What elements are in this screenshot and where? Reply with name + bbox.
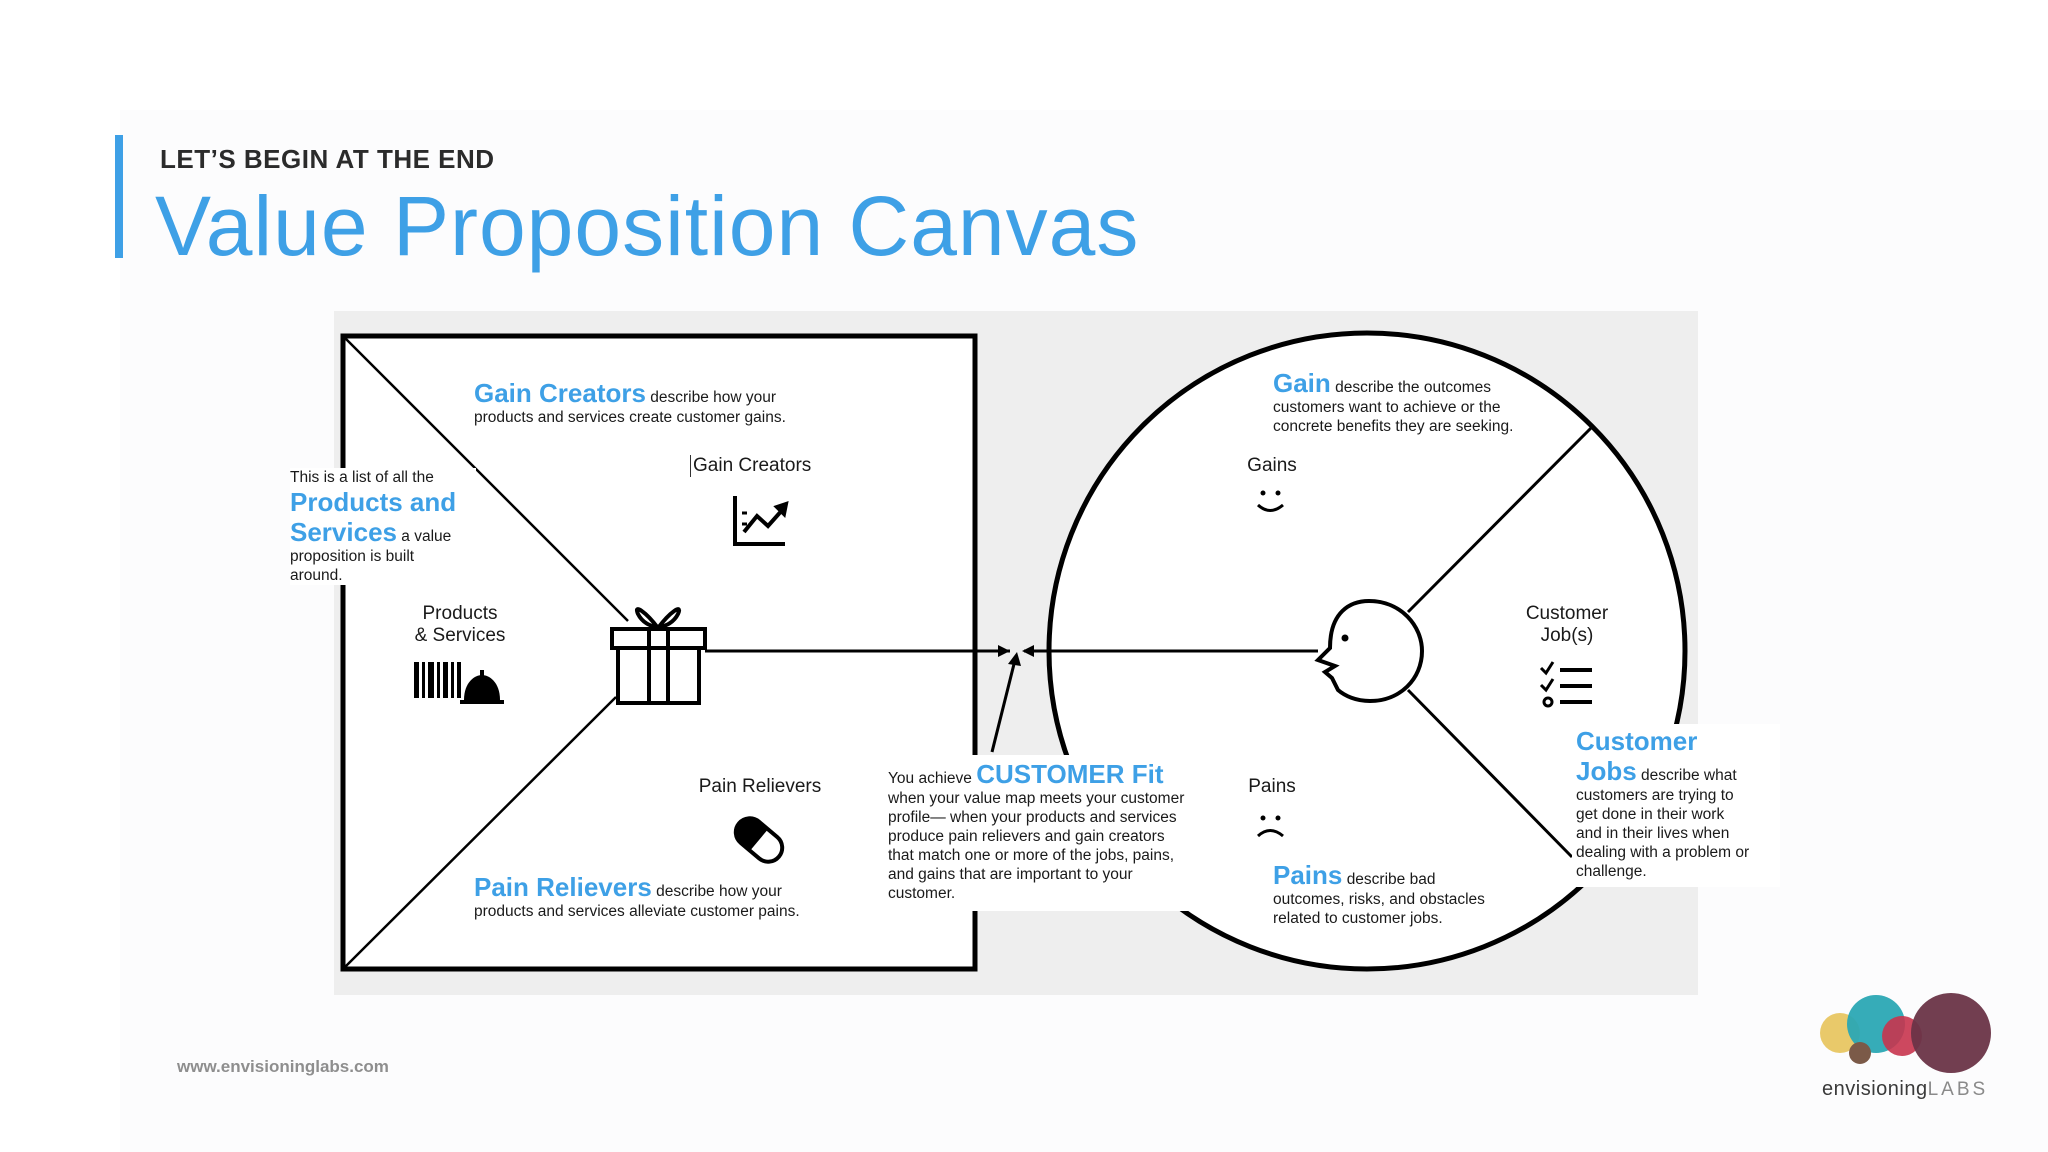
jobs-label-line2: Job(s) <box>1540 625 1594 646</box>
jobs-label-line1: Customer <box>1525 603 1609 624</box>
face-profile-icon <box>1314 598 1425 704</box>
envisioning-labs-logo <box>1820 993 1991 1073</box>
pains-description: Pains describe bad outcomes, risks, and … <box>1273 860 1533 928</box>
products-note-line4: around. <box>290 567 343 584</box>
fit-line-4: that match one or more of the jobs, pain… <box>888 847 1175 864</box>
gain-description: Gain describe the outcomes customers wan… <box>1273 368 1543 436</box>
footer-website-link[interactable]: www.envisioninglabs.com <box>177 1057 389 1076</box>
cloche-icon <box>460 670 504 704</box>
checklist-icon <box>1539 661 1592 708</box>
slide-kicker: LET’S BEGIN AT THE END <box>160 144 495 174</box>
products-note: This is a list of all the Products and S… <box>290 468 476 585</box>
logo-labs-text: LABS <box>1927 1079 1989 1100</box>
fit-heading: CUSTOMER Fit <box>976 759 1164 789</box>
logo-wordmark: envisioningLABS <box>1822 1078 1988 1101</box>
gains-label: Gains <box>1247 455 1297 476</box>
gain-creators-description: Gain Creators describe how your products… <box>474 378 934 427</box>
gain-creators-desc-line2: products and services create customer ga… <box>474 409 786 426</box>
pains-desc-line3: related to customer jobs. <box>1273 910 1443 927</box>
gain-desc-line3: concrete benefits they are seeking. <box>1273 418 1514 435</box>
pains-heading: Pains <box>1273 860 1343 890</box>
customer-jobs-label: Customer Job(s) <box>1507 603 1627 647</box>
smile-icon <box>1256 490 1284 512</box>
jobs-desc-line4: and in their lives when <box>1576 825 1730 842</box>
growth-chart-icon <box>733 496 789 546</box>
title-accent-bar <box>115 135 123 258</box>
products-label-line2: & Services <box>414 625 506 646</box>
logo-text: envisioning <box>1822 1078 1928 1100</box>
products-note-line2: a value <box>401 528 452 545</box>
pain-relievers-label: Pain Relievers <box>698 776 822 797</box>
pains-desc-line2: outcomes, risks, and obstacles <box>1273 891 1485 908</box>
square-diagonal-upper <box>342 335 629 622</box>
gain-desc-line1: describe the outcomes <box>1335 379 1492 396</box>
jobs-heading-line2: Jobs <box>1576 756 1637 786</box>
jobs-desc-line3: get done in their work <box>1576 806 1725 823</box>
circle-divider-lower <box>1406 688 1574 859</box>
gain-heading: Gain <box>1273 368 1331 398</box>
pain-relievers-desc-line1: describe how your <box>656 883 782 900</box>
products-note-heading2: Services <box>290 517 397 547</box>
fit-pointer-line <box>990 659 1017 753</box>
pain-relievers-heading: Pain Relievers <box>474 872 652 902</box>
fit-line-1: when your value map meets your customer <box>888 790 1185 807</box>
customer-fit-note: You achieve CUSTOMER Fit when your value… <box>880 755 1199 911</box>
fit-prefix: You achieve <box>888 770 972 787</box>
gain-desc-line2: customers want to achieve or the <box>1273 399 1501 416</box>
jobs-desc-line2: customers are trying to <box>1576 787 1734 804</box>
jobs-desc-line6: challenge. <box>1576 863 1647 880</box>
pill-icon <box>733 816 785 864</box>
fit-line-6: customer. <box>888 885 956 902</box>
products-services-label: Products & Services <box>390 603 530 647</box>
products-label-line1: Products <box>422 603 498 624</box>
pain-relievers-desc-line2: products and services alleviate customer… <box>474 903 800 920</box>
jobs-heading-line1: Customer <box>1576 726 1698 756</box>
slide-title: Value Proposition Canvas <box>155 179 1140 273</box>
gain-creators-heading: Gain Creators <box>474 378 646 408</box>
square-diagonal-lower <box>342 696 617 970</box>
jobs-desc-line5: dealing with a problem or <box>1576 844 1750 861</box>
fit-line-3: produce pain relievers and gain creators <box>888 828 1165 845</box>
pain-relievers-description: Pain Relievers describe how your product… <box>474 872 934 921</box>
products-note-heading1: Products and <box>290 487 457 517</box>
products-note-line1: This is a list of all the <box>290 469 434 486</box>
frown-icon <box>1256 815 1284 838</box>
jobs-desc-line1: describe what <box>1641 767 1737 784</box>
pains-desc-line1: describe bad <box>1346 871 1436 888</box>
products-note-line3: proposition is built <box>290 548 415 565</box>
fit-line-5: and gains that are important to your <box>888 866 1133 883</box>
gain-creators-label: Gain Creators <box>690 455 833 477</box>
fit-line-2: profile— when your products and services <box>888 809 1177 826</box>
gain-creators-desc-line1: describe how your <box>650 389 777 406</box>
pains-label: Pains <box>1248 776 1296 797</box>
circle-divider-upper <box>1406 425 1594 614</box>
barcode-icon <box>414 662 461 698</box>
gift-icon <box>610 607 707 705</box>
customer-jobs-description: Customer Jobs describe what customers ar… <box>1572 724 1780 887</box>
